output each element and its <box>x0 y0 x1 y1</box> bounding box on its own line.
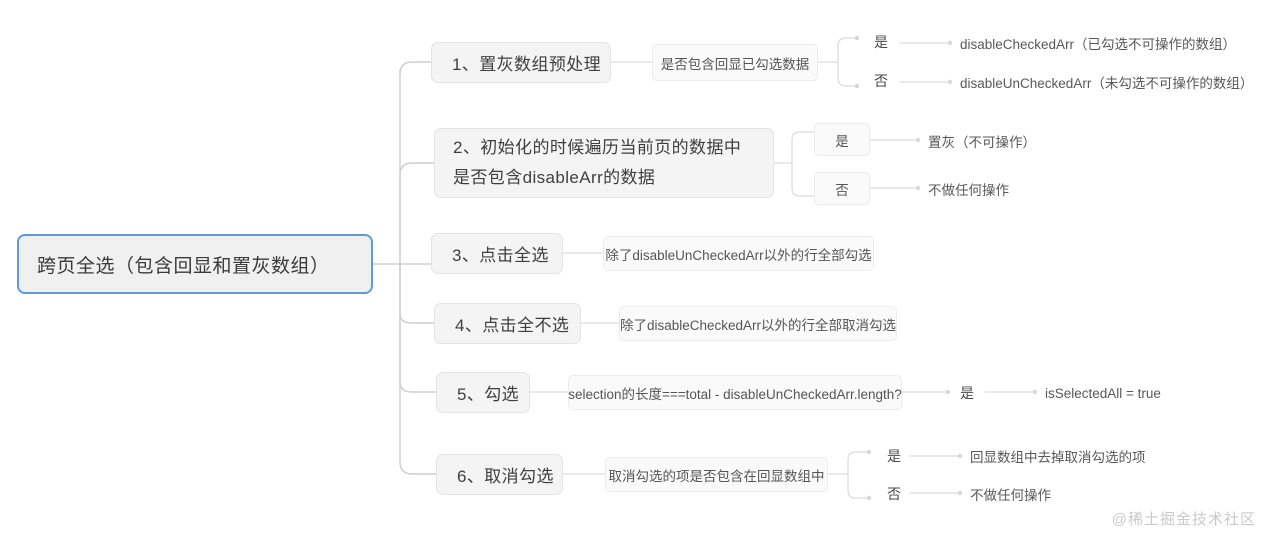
branch-6-yes-text: 是 <box>887 448 901 464</box>
watermark: @稀土掘金技术社区 <box>1112 508 1256 529</box>
branch-5-yes-leaf-text: isSelectedAll = true <box>1045 385 1161 401</box>
branch-node-5-label: 5、勾选 <box>457 385 520 404</box>
branch-5-question-label: selection的长度===total - disableUnCheckedA… <box>568 386 902 402</box>
branch-2-yes-text: 是 <box>835 133 849 149</box>
watermark-text: @稀土掘金技术社区 <box>1111 511 1256 528</box>
branch-node-6-label: 6、取消勾选 <box>457 467 554 486</box>
branch-3-result[interactable]: 除了disableUnCheckedArr以外的行全部勾选 <box>603 236 874 271</box>
branch-6-yes-label: 是 <box>880 446 908 466</box>
branch-2-yes-leaf-text: 置灰（不可操作） <box>928 135 1036 150</box>
branch-1-yes-leaf: disableCheckedArr（已勾选不可操作的数组） <box>960 33 1236 53</box>
branch-node-3[interactable]: 3、点击全选 <box>431 233 563 274</box>
branch-1-yes-leaf-text: disableCheckedArr（已勾选不可操作的数组） <box>960 37 1237 52</box>
branch-6-yes-leaf: 回显数组中去掉取消勾选的项 <box>970 446 1146 466</box>
branch-6-yes-leaf-text: 回显数组中去掉取消勾选的项 <box>970 450 1146 465</box>
branch-6-no-label: 否 <box>880 484 908 504</box>
branch-2-no-leaf: 不做任何操作 <box>928 179 1009 199</box>
branch-node-2-label: 2、初始化的时候遍历当前页的数据中是否包含disableArr的数据 <box>453 138 742 187</box>
branch-1-yes-text: 是 <box>874 34 888 50</box>
branch-2-yes-box[interactable]: 是 <box>814 123 870 156</box>
branch-1-no-leaf: disableUnCheckedArr（未勾选不可操作的数组） <box>960 72 1253 92</box>
branch-5-yes-text: 是 <box>960 385 974 401</box>
branch-2-no-text: 否 <box>835 182 849 198</box>
branch-5-question[interactable]: selection的长度===total - disableUnCheckedA… <box>568 375 902 410</box>
branch-node-1-label: 1、置灰数组预处理 <box>452 55 602 74</box>
branch-1-no-leaf-text: disableUnCheckedArr（未勾选不可操作的数组） <box>960 76 1254 91</box>
branch-2-no-leaf-text: 不做任何操作 <box>928 183 1009 198</box>
branch-6-question-label: 取消勾选的项是否包含在回显数组中 <box>608 468 825 484</box>
branch-node-1[interactable]: 1、置灰数组预处理 <box>431 42 611 83</box>
branch-2-no-box[interactable]: 否 <box>814 172 870 205</box>
branch-5-yes-label: 是 <box>953 383 981 403</box>
branch-node-3-label: 3、点击全选 <box>452 246 549 265</box>
root-node[interactable]: 跨页全选（包含回显和置灰数组） <box>17 234 373 294</box>
branch-node-4[interactable]: 4、点击全不选 <box>434 303 581 344</box>
branch-1-question-label: 是否包含回显已勾选数据 <box>660 56 810 72</box>
branch-1-no-label: 否 <box>866 71 896 91</box>
branch-4-result[interactable]: 除了disableCheckedArr以外的行全部取消勾选 <box>619 306 897 341</box>
branch-6-no-text: 否 <box>887 486 901 502</box>
branch-node-4-label: 4、点击全不选 <box>455 316 570 335</box>
branch-6-no-leaf: 不做任何操作 <box>970 484 1051 504</box>
branch-1-question[interactable]: 是否包含回显已勾选数据 <box>652 44 818 81</box>
branch-node-5[interactable]: 5、勾选 <box>436 372 530 413</box>
root-node-label: 跨页全选（包含回显和置灰数组） <box>37 255 330 277</box>
branch-2-yes-leaf: 置灰（不可操作） <box>928 131 1036 151</box>
branch-6-question[interactable]: 取消勾选的项是否包含在回显数组中 <box>605 457 828 492</box>
branch-5-yes-leaf: isSelectedAll = true <box>1045 383 1161 403</box>
branch-node-6[interactable]: 6、取消勾选 <box>436 454 563 495</box>
branch-1-no-text: 否 <box>874 73 888 89</box>
branch-1-yes-label: 是 <box>866 32 896 52</box>
branch-4-result-label: 除了disableCheckedArr以外的行全部取消勾选 <box>619 317 897 333</box>
branch-node-2[interactable]: 2、初始化的时候遍历当前页的数据中是否包含disableArr的数据 <box>434 128 774 198</box>
branch-3-result-label: 除了disableUnCheckedArr以外的行全部勾选 <box>605 247 872 263</box>
branch-6-no-leaf-text: 不做任何操作 <box>970 488 1051 503</box>
